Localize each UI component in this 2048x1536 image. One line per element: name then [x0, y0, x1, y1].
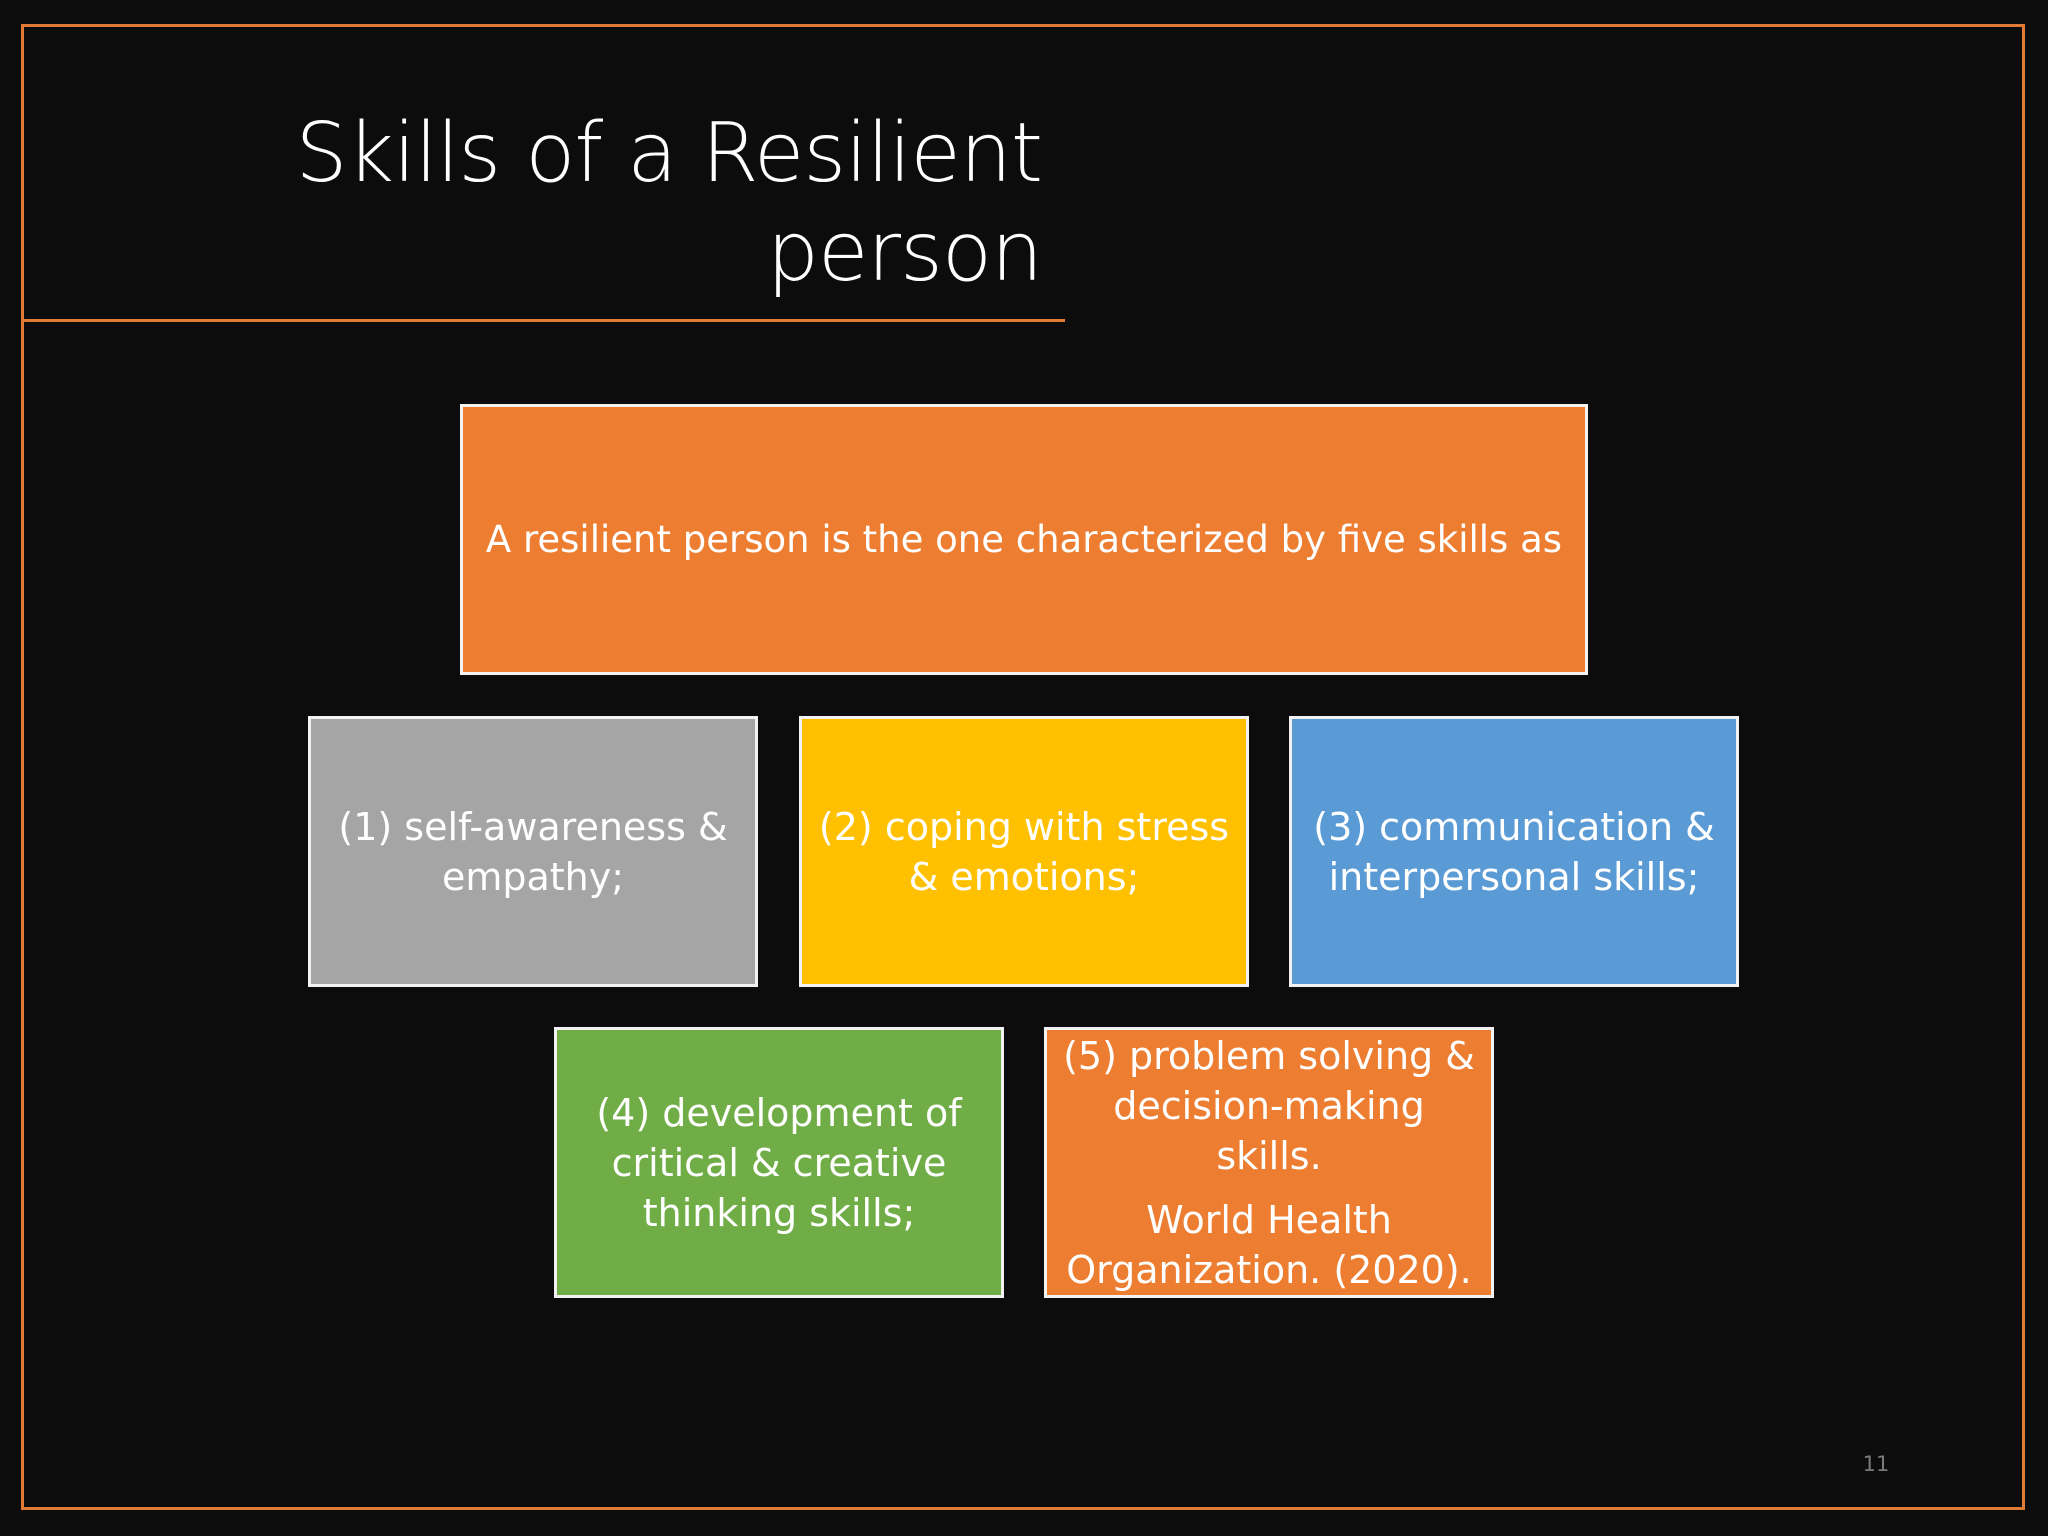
- skill-box-1-text: (1) self-awareness & empathy;: [338, 804, 728, 899]
- skill-box-5-text: (5) problem solving & decision-making sk…: [1063, 1033, 1475, 1178]
- slide-frame: [21, 24, 2025, 1510]
- title-underline: [21, 319, 1065, 322]
- skill-box-3: (3) communication & interpersonal skills…: [1289, 716, 1739, 987]
- page-number: 11: [1862, 1452, 1890, 1476]
- skill-box-5: (5) problem solving & decision-making sk…: [1044, 1027, 1494, 1298]
- slide-title-line-2: person: [766, 205, 1043, 300]
- skill-box-4-text: (4) development of critical & creative t…: [596, 1090, 962, 1235]
- slide-title: Skills of a Resilient person: [100, 104, 1043, 302]
- skill-box-5-citation: World Health Organization. (2020).: [1066, 1197, 1472, 1292]
- skill-box-4: (4) development of critical & creative t…: [554, 1027, 1004, 1298]
- skill-box-2-text: (2) coping with stress & emotions;: [818, 804, 1230, 899]
- diagram-top-box-text: A resilient person is the one characteri…: [485, 517, 1563, 561]
- skill-box-2: (2) coping with stress & emotions;: [799, 716, 1249, 987]
- diagram-top-box: A resilient person is the one characteri…: [460, 404, 1588, 675]
- skill-box-3-text: (3) communication & interpersonal skills…: [1313, 804, 1715, 899]
- slide-title-line-1: Skills of a Resilient: [295, 106, 1043, 201]
- skill-box-1: (1) self-awareness & empathy;: [308, 716, 758, 987]
